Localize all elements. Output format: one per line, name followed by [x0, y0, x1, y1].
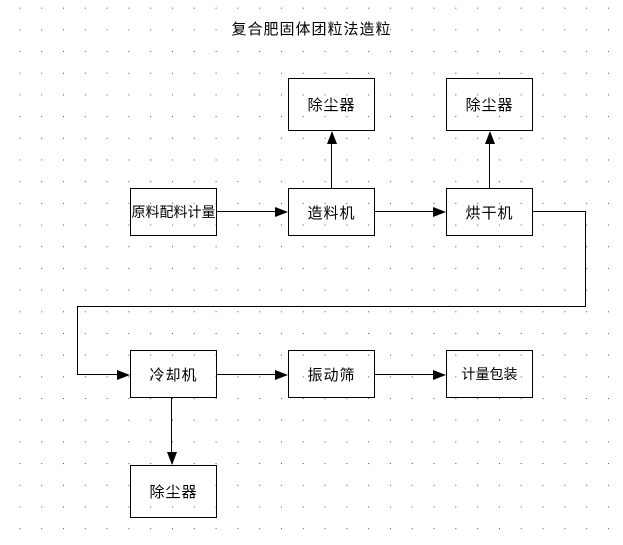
edge-dryer-to-cooler-segment-into-cooler	[77, 374, 118, 375]
node-label: 造料机	[307, 203, 356, 222]
edge-dryer-to-cooler-arrowhead	[117, 370, 130, 380]
edge-dryer-to-cooler-segment-down-left	[77, 306, 78, 374]
edge-granulator-to-dryer-line	[375, 211, 433, 212]
edge-granulator-to-dryer-arrowhead	[433, 207, 446, 217]
edge-cooler-to-vibrating-screen-arrowhead	[275, 370, 288, 380]
edge-dryer-to-cooler-segment-down-right	[585, 211, 586, 306]
node-granulator[interactable]: 造料机	[288, 188, 375, 236]
node-label: 烘干机	[465, 203, 514, 222]
edge-dryer-to-dust-collector-line	[489, 144, 490, 188]
edge-dryer-to-dust-collector-arrowhead	[485, 131, 495, 144]
node-label: 除尘器	[307, 96, 356, 114]
edge-cooler-to-vibrating-screen-line	[217, 374, 275, 375]
edge-cooler-to-dust-collector-line	[171, 398, 172, 452]
edge-raw-material-to-granulator-arrowhead	[275, 207, 288, 217]
node-metering-packaging[interactable]: 计量包装	[446, 350, 533, 398]
edge-dryer-to-cooler-segment-across	[77, 306, 586, 307]
node-raw-material-batching[interactable]: 原料配料计量	[130, 188, 217, 236]
node-label: 计量包装	[461, 367, 518, 383]
node-dust-collector-top-left[interactable]: 除尘器	[288, 78, 375, 131]
node-vibrating-screen[interactable]: 振动筛	[288, 350, 375, 398]
node-label: 除尘器	[465, 96, 514, 114]
node-label: 冷却机	[149, 365, 198, 384]
node-dust-collector-top-right[interactable]: 除尘器	[446, 78, 533, 131]
node-label: 振动筛	[307, 365, 356, 384]
node-dryer[interactable]: 烘干机	[446, 188, 533, 236]
edge-vibrating-screen-to-packaging-line	[375, 374, 433, 375]
node-label: 除尘器	[149, 483, 198, 501]
edge-dryer-to-cooler-segment-right	[533, 211, 585, 212]
edge-granulator-to-dust-collector-arrowhead	[327, 131, 337, 144]
diagram-title: 复合肥固体团粒法造粒	[231, 20, 392, 38]
edge-granulator-to-dust-collector-line	[331, 144, 332, 188]
edge-cooler-to-dust-collector-arrowhead	[167, 452, 177, 465]
edge-raw-material-to-granulator-line	[217, 211, 275, 212]
edge-vibrating-screen-to-packaging-arrowhead	[433, 370, 446, 380]
node-cooler[interactable]: 冷却机	[130, 350, 217, 398]
node-dust-collector-bottom[interactable]: 除尘器	[130, 465, 217, 518]
node-label: 原料配料计量	[131, 205, 216, 221]
